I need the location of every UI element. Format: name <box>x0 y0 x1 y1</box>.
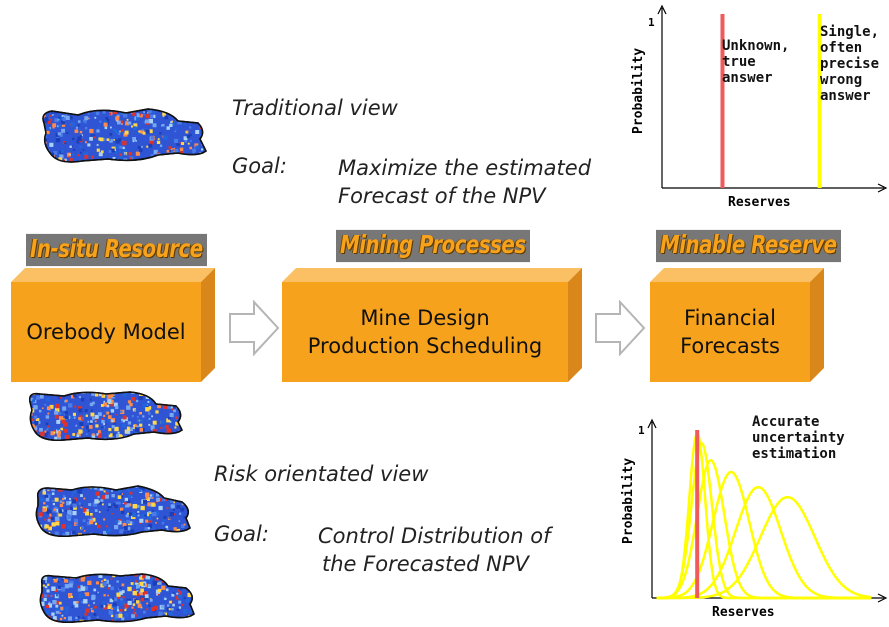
flow-arrow-right-2 <box>594 300 646 356</box>
stage-header-minable-reserve: Minable Reserve <box>656 229 841 263</box>
mine-design-label: Mine Design <box>360 306 490 330</box>
wrong-answer-annotation: Single, often precise wrong answer <box>820 24 880 104</box>
true-answer-annotation: Unknown, true answer <box>722 38 790 86</box>
orebody-map-traditional <box>38 105 208 167</box>
risk-reserves-chart: 1 Probability Reserves Accurate uncertai… <box>612 410 889 627</box>
y-axis-label: Probability <box>631 48 646 134</box>
orebody-map-3 <box>36 570 196 626</box>
y-tick-1: 1 <box>638 424 645 437</box>
financial-label: Financial <box>684 306 776 330</box>
traditional-reserves-chart: 1 Probability Reserves Unknown, true ans… <box>620 0 889 215</box>
y-axis-arrowhead <box>647 418 657 429</box>
stage-header-in-situ-resource: In-situ Resource <box>26 233 207 267</box>
y-axis-label: Probability <box>621 458 636 544</box>
accurate-uncertainty-annotation: Accurate uncertainty estimation <box>752 414 845 462</box>
orebody-map-1 <box>26 388 184 444</box>
flow-arrow-right-1 <box>228 300 280 356</box>
y-axis-arrowhead <box>657 4 667 15</box>
risk-goal-line-1: Control Distribution of <box>318 524 551 548</box>
traditional-goal-line-2: Forecast of the NPV <box>338 184 546 208</box>
mine-design-box: Mine Design Production Scheduling <box>282 268 582 382</box>
x-axis-arrowhead <box>877 183 888 193</box>
risk-view-title: Risk orientated view <box>214 462 429 486</box>
distribution-curve-5 <box>656 495 872 600</box>
production-scheduling-label: Production Scheduling <box>307 334 543 358</box>
orebody-map-2 <box>32 482 192 540</box>
financial-forecasts-box: Financial Forecasts <box>650 268 824 382</box>
traditional-view-title: Traditional view <box>232 96 398 120</box>
orebody-model-box: Orebody Model <box>11 268 215 382</box>
risk-goal-label: Goal: <box>214 522 269 546</box>
forecasts-label: Forecasts <box>680 334 780 358</box>
y-tick-1: 1 <box>648 16 655 29</box>
x-axis-arrowhead <box>877 593 888 603</box>
traditional-goal-line-1: Maximize the estimated <box>338 156 592 180</box>
orebody-model-label: Orebody Model <box>26 320 186 344</box>
x-axis-label: Reserves <box>712 605 775 620</box>
stage-header-mining-processes: Mining Processes <box>336 229 530 263</box>
x-axis-label: Reserves <box>728 195 791 210</box>
distribution-curve-4 <box>656 485 872 600</box>
traditional-goal-label: Goal: <box>232 154 287 178</box>
risk-goal-line-2: the Forecasted NPV <box>322 552 529 576</box>
